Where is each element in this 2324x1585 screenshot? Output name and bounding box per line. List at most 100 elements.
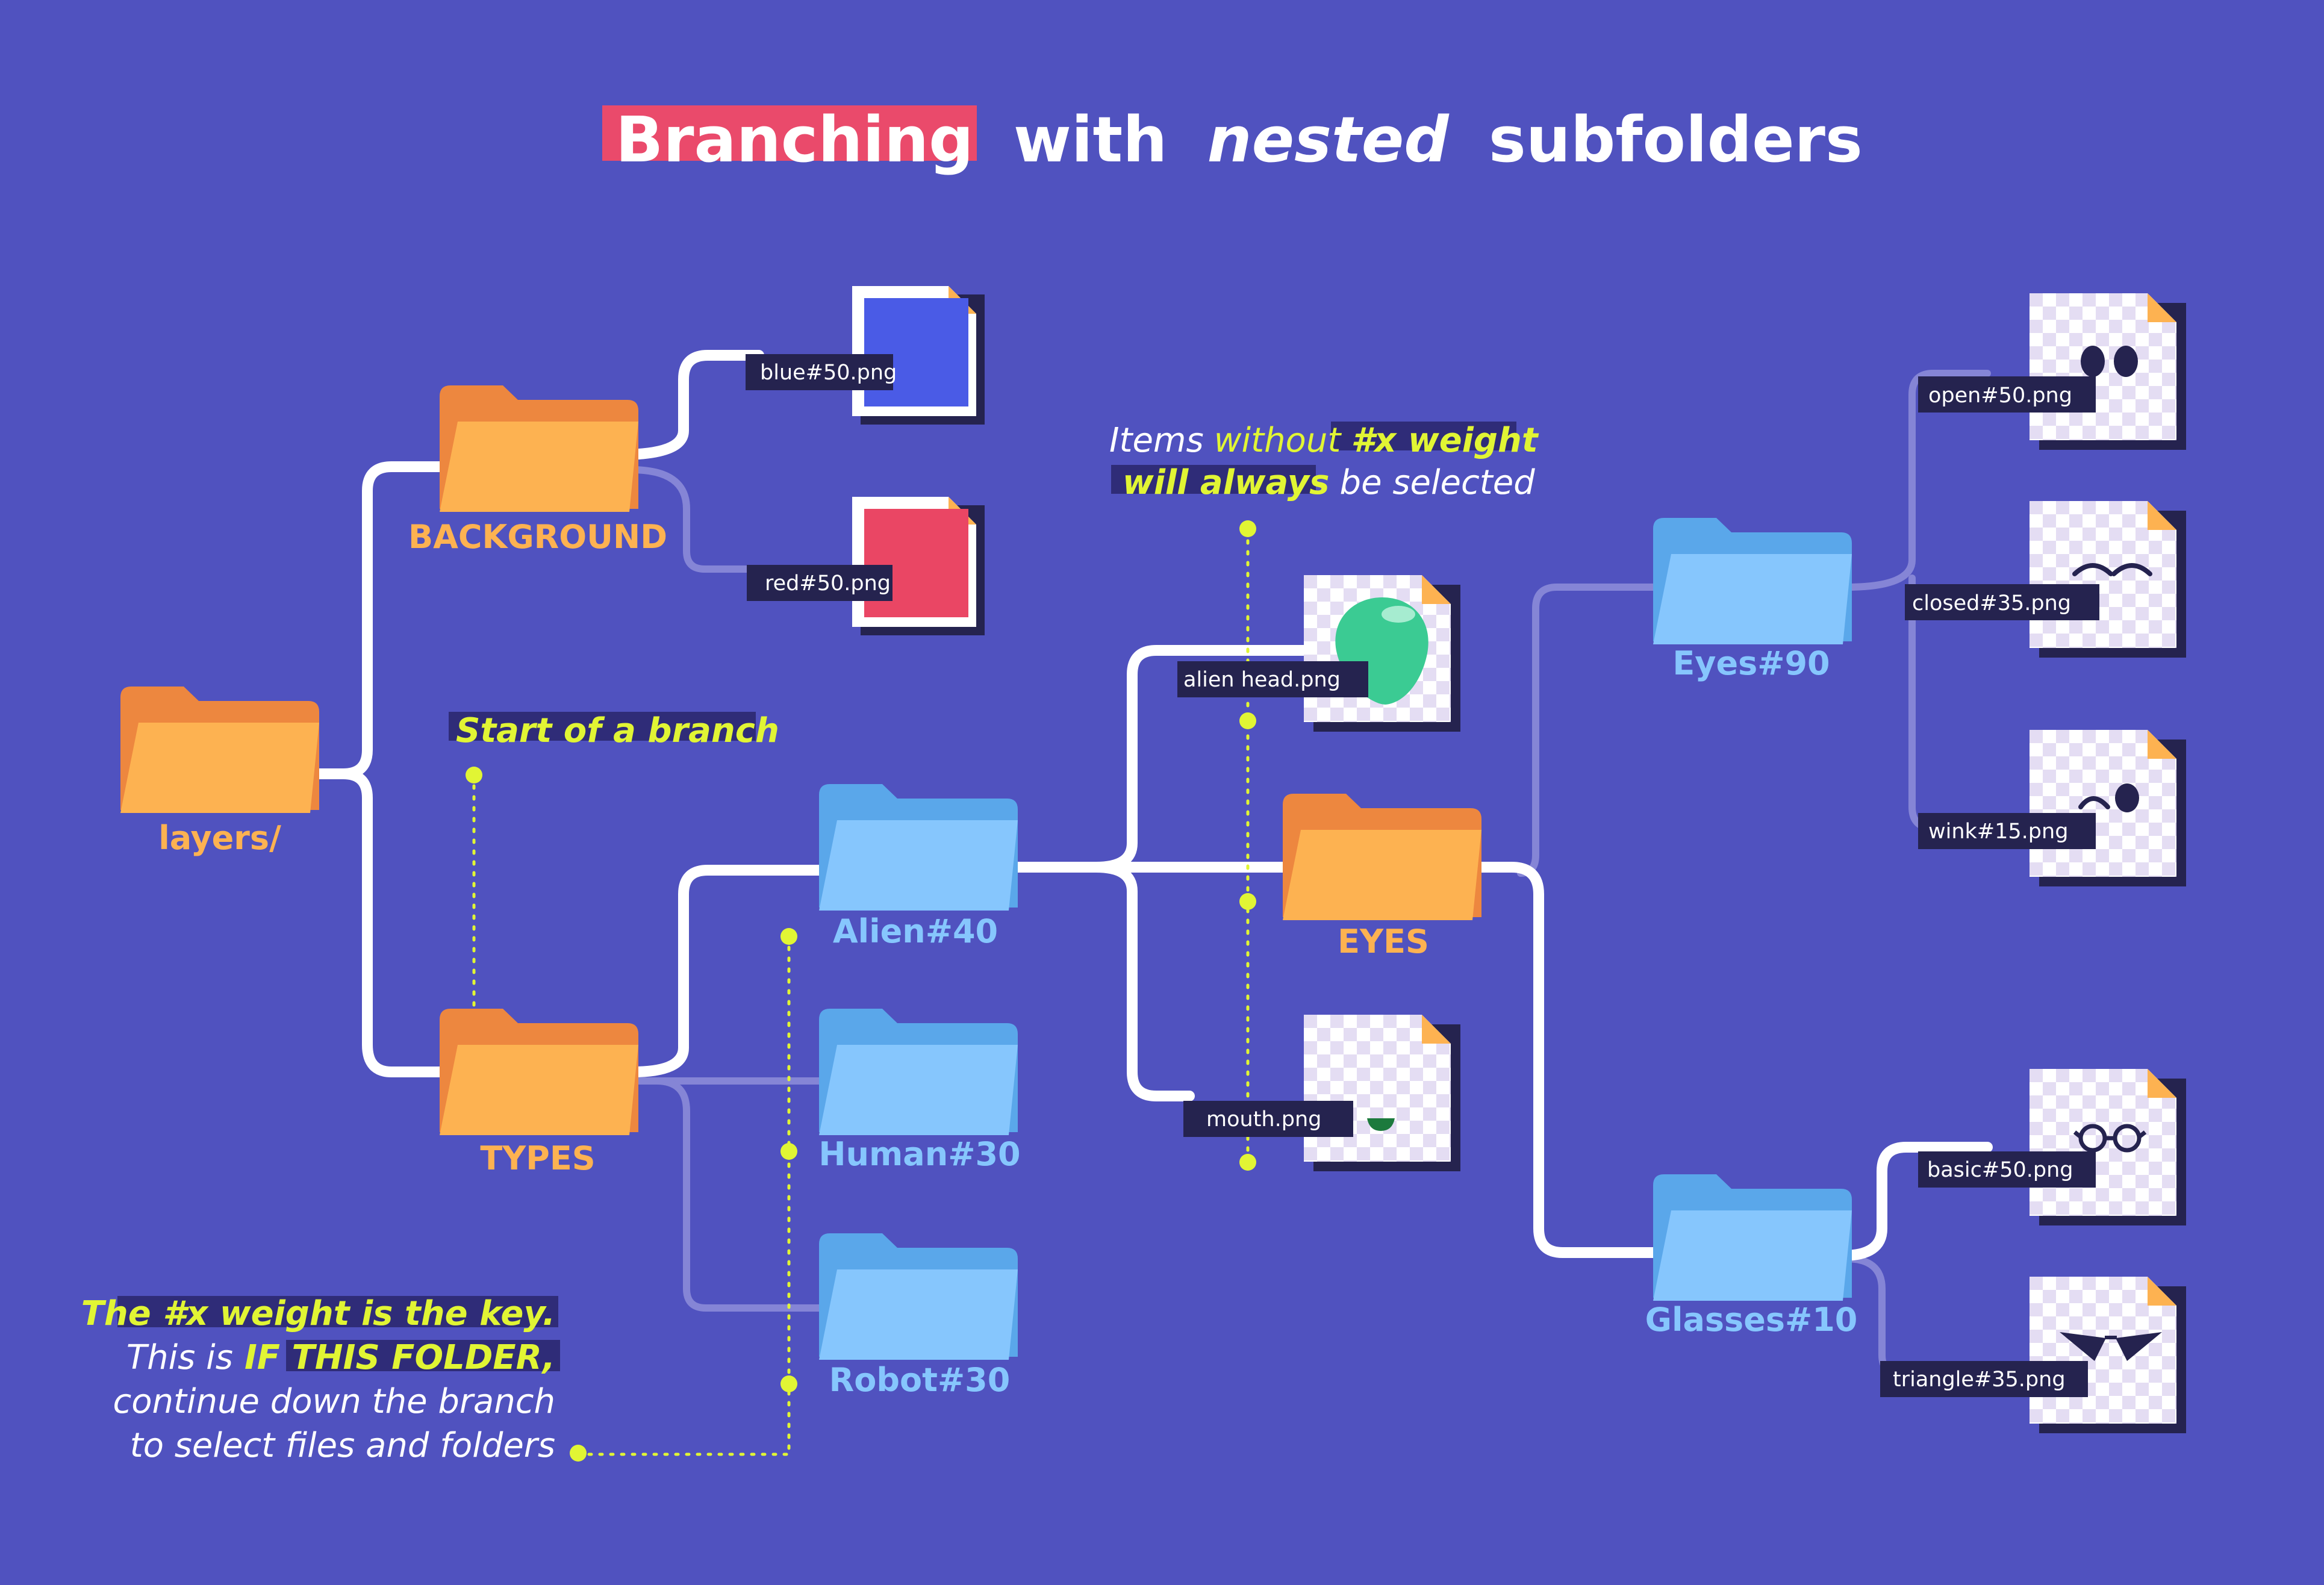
file-triangle-label: triangle#35.png xyxy=(1893,1368,2066,1392)
annotation-dot xyxy=(780,1375,797,1392)
folder-icon xyxy=(1653,518,1852,644)
file-basic-label: basic#50.png xyxy=(1927,1158,2073,1182)
folder-human-label: Human#30 xyxy=(818,1135,1020,1173)
folder-icon xyxy=(819,784,1018,911)
note-highlight-box xyxy=(117,1296,558,1327)
note-text: This is xyxy=(126,1338,233,1377)
folder-icon xyxy=(1283,794,1481,920)
file-basic[interactable]: basic#50.png xyxy=(1918,1069,2186,1225)
folder-eyes[interactable]: EYES xyxy=(1283,794,1481,961)
title-word: with xyxy=(1014,103,1167,176)
note-text: The #x weight is the key. xyxy=(81,1294,555,1333)
title-highlight-text: Branching xyxy=(615,103,974,176)
note-branch-start-text: Start of a branch xyxy=(456,711,779,750)
note-text: Items xyxy=(1109,421,1204,460)
annotation-dot xyxy=(1239,893,1256,910)
file-closed-label: closed#35.png xyxy=(1912,591,2071,615)
folder-root[interactable]: layers/ xyxy=(120,687,319,857)
annotation-dot xyxy=(780,928,797,945)
folder-background[interactable]: BACKGROUND xyxy=(408,385,667,556)
svg-text:Items without #x w: Items without #x weight xyxy=(1109,421,1539,460)
file-blue-label: blue#50.png xyxy=(760,361,897,385)
round-glasses-icon xyxy=(2073,1124,2147,1153)
folder-alien[interactable]: Alien#40 xyxy=(819,784,1018,950)
file-alien-head[interactable]: alien head.png xyxy=(1177,575,1460,732)
file-label-bg xyxy=(747,565,893,601)
file-label-bg xyxy=(1177,661,1368,697)
folder-types[interactable]: TYPES xyxy=(440,1009,638,1177)
title-emphasis: nested xyxy=(1207,103,1450,176)
folder-icon xyxy=(819,1009,1018,1135)
mouth-icon xyxy=(1367,1118,1395,1131)
annotation-dot xyxy=(1239,1154,1256,1171)
note-items-without-weight: Items without #x weight will always be s… xyxy=(1109,421,1539,502)
folder-icon xyxy=(440,1009,638,1135)
main-connectors xyxy=(308,350,1993,1261)
svg-text:Branching with nes: Branching with nested subfolders xyxy=(615,103,1863,176)
folder-alien-label: Alien#40 xyxy=(833,912,998,950)
file-wink-label: wink#15.png xyxy=(1928,820,2068,844)
note-weight-key: The #x weight is the key. This is IF THI… xyxy=(81,1294,560,1465)
file-label-bg xyxy=(1905,584,2099,620)
title-word: subfolders xyxy=(1489,103,1863,176)
file-label-bg xyxy=(1918,813,2096,849)
folder-glasses[interactable]: Glasses#10 xyxy=(1645,1174,1858,1339)
file-icon xyxy=(2030,1277,2186,1433)
folder-eyes90[interactable]: Eyes#90 xyxy=(1653,518,1852,682)
folder-eyes90-label: Eyes#90 xyxy=(1672,644,1830,682)
note-text: #x weight xyxy=(1351,421,1539,460)
annotation-dot xyxy=(466,767,482,783)
file-label-bg xyxy=(1918,1151,2096,1188)
file-icon xyxy=(2030,293,2186,450)
file-mouth-label: mouth.png xyxy=(1206,1107,1321,1132)
annotation-dots xyxy=(466,520,1256,1462)
note-highlight-box xyxy=(1331,422,1516,450)
note-text: without xyxy=(1214,421,1342,460)
annotation-dot xyxy=(570,1445,587,1462)
file-label-bg xyxy=(1183,1101,1353,1137)
folder-glasses-label: Glasses#10 xyxy=(1645,1301,1858,1339)
folder-icon xyxy=(1653,1174,1852,1301)
annotation-dot xyxy=(1239,520,1256,537)
note-text: continue down the branch xyxy=(113,1382,555,1421)
file-red[interactable]: red#50.png xyxy=(747,497,985,635)
note-highlight-box xyxy=(286,1340,560,1371)
file-label-bg xyxy=(1880,1361,2088,1397)
file-blue[interactable]: blue#50.png xyxy=(746,286,985,425)
folder-icon xyxy=(440,385,638,512)
file-wink[interactable]: wink#15.png xyxy=(1918,730,2186,886)
title: Branching with nested subfolders xyxy=(602,103,1863,176)
folder-icon xyxy=(120,687,319,813)
folder-human[interactable]: Human#30 xyxy=(818,1009,1021,1173)
file-label-bg xyxy=(1918,376,2096,413)
annotation-dotted-lines xyxy=(472,528,1250,1456)
note-branch-start: Start of a branch xyxy=(449,711,779,750)
file-red-label: red#50.png xyxy=(765,571,891,596)
file-triangle[interactable]: triangle#35.png xyxy=(1880,1277,2186,1433)
title-highlight-box xyxy=(602,105,977,161)
open-eyes-icon xyxy=(2081,346,2138,377)
file-open-label: open#50.png xyxy=(1928,384,2072,408)
folder-robot[interactable]: Robot#30 xyxy=(819,1233,1018,1399)
file-alien-head-label: alien head.png xyxy=(1183,668,1341,692)
file-closed[interactable]: closed#35.png xyxy=(1905,501,2186,658)
closed-eyes-icon xyxy=(2072,563,2152,576)
file-label-bg xyxy=(746,354,893,390)
note-highlight-box xyxy=(449,712,756,741)
annotation-dot xyxy=(1239,712,1256,729)
folder-icon xyxy=(819,1233,1018,1360)
folder-background-label: BACKGROUND xyxy=(408,518,667,556)
wink-eyes-icon xyxy=(2078,783,2139,812)
annotation-dot xyxy=(780,1143,797,1160)
svg-text:will always be selected: will always be selected xyxy=(1123,463,1535,502)
note-text: will always xyxy=(1123,463,1329,502)
svg-text:This is IF THIS FOLDER,: This is IF THIS FOLDER, xyxy=(126,1338,555,1377)
folder-eyes-label: EYES xyxy=(1338,923,1429,961)
folder-types-label: TYPES xyxy=(480,1139,595,1177)
note-text: to select files and folders xyxy=(130,1426,555,1465)
file-mouth[interactable]: mouth.png xyxy=(1183,1015,1460,1171)
file-open[interactable]: open#50.png xyxy=(1918,293,2186,450)
file-icon xyxy=(1304,1015,1460,1171)
